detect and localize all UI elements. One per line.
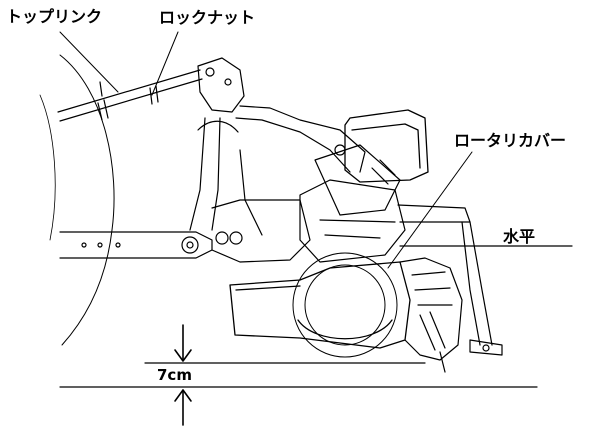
top-link-leader xyxy=(59,31,119,93)
horizontal-label: 水平 xyxy=(503,227,536,246)
tractor-wheel-arc xyxy=(59,54,115,346)
lock-nut-leader xyxy=(151,31,179,96)
clearance-arrows xyxy=(174,324,192,426)
gearbox xyxy=(299,144,406,263)
rear-hood xyxy=(344,109,429,183)
clearance-label: 7cm xyxy=(157,366,192,384)
rotary-cover-body xyxy=(229,252,411,358)
tractor-wheel-arc-inner xyxy=(39,94,56,241)
rotary-cover-label: ロータリカバー xyxy=(454,131,567,150)
rotary-cover-leader xyxy=(387,151,473,269)
lower-link-arm xyxy=(59,199,311,263)
top-link xyxy=(57,69,203,122)
hitch-frame xyxy=(189,57,366,236)
top-link-label: トップリンク xyxy=(6,7,103,26)
lock-nut-label: ロックナット xyxy=(159,8,256,27)
rear-shield xyxy=(399,257,463,373)
rear-frame xyxy=(397,204,503,356)
